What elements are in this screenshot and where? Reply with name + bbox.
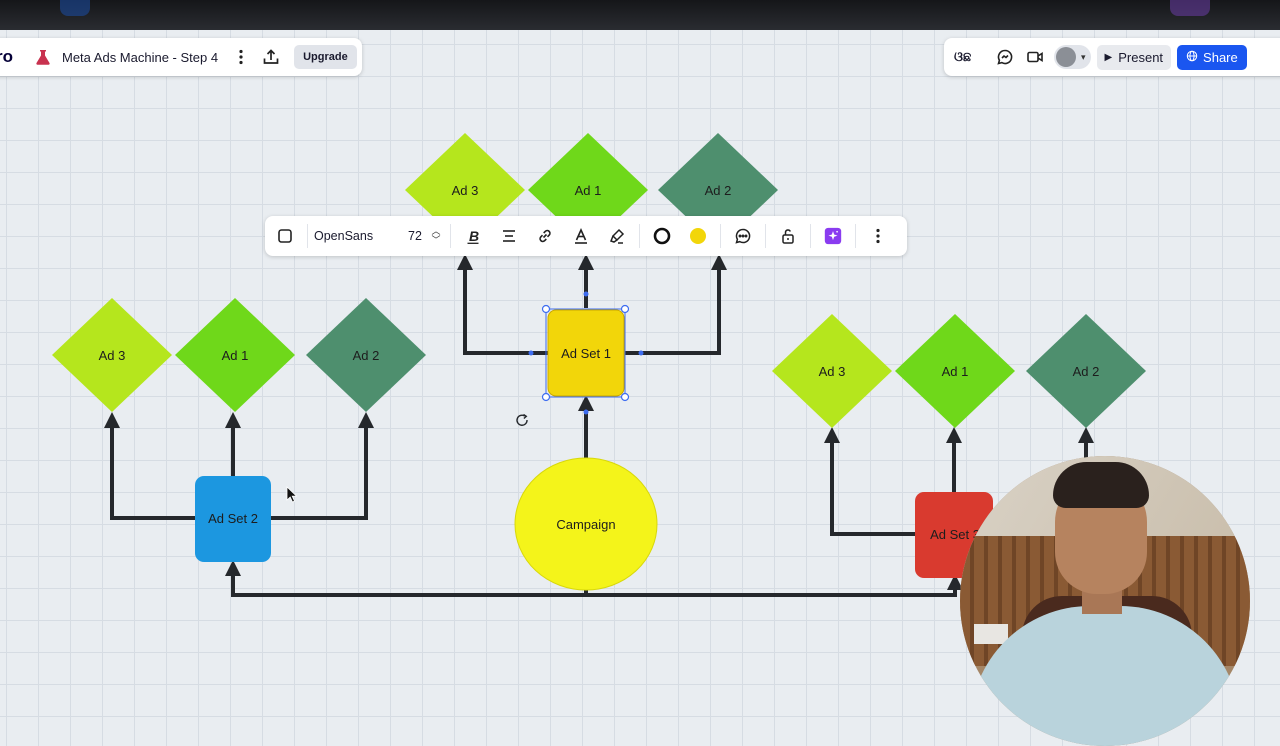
connectors: [104, 254, 1094, 597]
toolbar-divider: [765, 224, 766, 248]
connector-dot[interactable]: [638, 350, 644, 356]
share-button[interactable]: Share: [1177, 44, 1247, 70]
ad-node[interactable]: Ad 2: [306, 298, 426, 412]
ad-set-1-node[interactable]: Ad Set 1: [547, 309, 625, 397]
ad-label: Ad 2: [353, 348, 380, 363]
rotate-icon[interactable]: [516, 413, 528, 426]
share-label: Share: [1203, 49, 1238, 65]
font-size-input[interactable]: 72: [408, 229, 422, 243]
connector-adset2-ad2[interactable]: [271, 412, 374, 520]
resize-handle[interactable]: [620, 392, 630, 402]
connector-campaign-adset2[interactable]: [225, 560, 588, 597]
ad-node[interactable]: Ad 2: [1026, 314, 1146, 428]
chat-icon[interactable]: [990, 42, 1020, 72]
resize-handle[interactable]: [620, 304, 630, 314]
ad-label: Ad 3: [819, 364, 846, 379]
more-options-icon[interactable]: [860, 220, 896, 252]
toolbar-divider: [639, 224, 640, 248]
connector-adset3-ad3[interactable]: [824, 427, 916, 536]
link-icon[interactable]: [527, 220, 563, 252]
toolbar-divider: [450, 224, 451, 248]
present-label: Present: [1118, 49, 1164, 65]
selection-frame: [528, 291, 644, 415]
connector-adset1-ad3[interactable]: [457, 254, 548, 355]
ad-label: Ad 1: [942, 364, 969, 379]
text-align-icon[interactable]: [491, 220, 527, 252]
board-header-panel: ro Meta Ads Machine - Step 4 Upgrade: [0, 38, 362, 76]
text-color-icon[interactable]: [563, 220, 599, 252]
more-options-icon[interactable]: [226, 42, 256, 72]
connector-adset1-ad2[interactable]: [624, 254, 727, 355]
ad-set-1-label: Ad Set 1: [561, 346, 611, 361]
export-upload-icon[interactable]: [256, 42, 286, 72]
connector-campaign-adset3[interactable]: [586, 574, 963, 597]
highlighter-icon[interactable]: [599, 220, 635, 252]
connector-dot[interactable]: [583, 409, 589, 415]
ad-node[interactable]: Ad 3: [52, 298, 172, 412]
reactions-button[interactable]: ଓଛ: [954, 49, 972, 64]
ad-label: Ad 3: [99, 348, 126, 363]
app-logo[interactable]: ro: [0, 47, 13, 66]
ad-label: Ad 2: [705, 183, 732, 198]
board-title[interactable]: Meta Ads Machine - Step 4: [62, 49, 219, 65]
toolbar-divider: [720, 224, 721, 248]
ad-set-2-node[interactable]: Ad Set 2: [195, 476, 271, 562]
user-avatar: [1056, 47, 1076, 67]
ad-label: Ad 1: [575, 183, 602, 198]
font-size-stepper[interactable]: ︿ ﹀: [426, 227, 446, 245]
ad-node[interactable]: Ad 1: [175, 298, 295, 412]
comment-icon[interactable]: [725, 220, 761, 252]
play-icon: ▶: [1104, 51, 1113, 63]
mouse-cursor-icon: [286, 486, 298, 503]
chevron-down-icon[interactable]: ﹀: [431, 235, 441, 245]
ad-set-2-label: Ad Set 2: [208, 511, 258, 526]
connector-adset2-ad3[interactable]: [104, 412, 195, 520]
formatting-toolbar: OpenSans 72 ︿ ﹀ B: [265, 216, 907, 256]
resize-handle[interactable]: [541, 392, 551, 402]
chevron-down-icon: ▾: [1081, 51, 1086, 62]
webcam-overlay: [960, 456, 1250, 746]
fill-color-icon[interactable]: [680, 220, 716, 252]
campaign-node[interactable]: Campaign: [514, 457, 658, 591]
campaign-label: Campaign: [556, 517, 615, 532]
browser-top-strip: [0, 0, 1280, 30]
present-button[interactable]: ▶ Present: [1096, 44, 1172, 70]
ad-node[interactable]: Ad 3: [772, 314, 892, 428]
collaboration-panel: ଓଛ ▾ ▶ Present Share: [944, 38, 1280, 76]
font-family-select[interactable]: OpenSans: [314, 229, 374, 243]
ad-label: Ad 1: [222, 348, 249, 363]
ai-sparkle-icon[interactable]: [815, 220, 851, 252]
globe-icon: [1186, 50, 1198, 65]
unlock-icon[interactable]: [770, 220, 806, 252]
connector-dot[interactable]: [583, 291, 589, 297]
upgrade-button[interactable]: Upgrade: [294, 45, 357, 69]
ad-node[interactable]: Ad 1: [895, 314, 1015, 428]
ad-label: Ad 2: [1073, 364, 1100, 379]
connector-dot[interactable]: [528, 350, 534, 356]
flask-icon: [34, 48, 52, 66]
border-style-icon[interactable]: [644, 220, 680, 252]
toolbar-divider: [810, 224, 811, 248]
shape-type-icon[interactable]: [267, 220, 303, 252]
toolbar-divider: [307, 224, 308, 248]
chevron-up-icon[interactable]: ︿: [431, 226, 441, 236]
toolbar-divider: [855, 224, 856, 248]
ad-label: Ad 3: [452, 183, 479, 198]
video-call-icon[interactable]: [1020, 42, 1050, 72]
bold-icon[interactable]: B: [455, 220, 491, 252]
svg-text:B: B: [469, 228, 479, 244]
collaborators-menu[interactable]: ▾: [1054, 45, 1091, 69]
resize-handle[interactable]: [541, 304, 551, 314]
